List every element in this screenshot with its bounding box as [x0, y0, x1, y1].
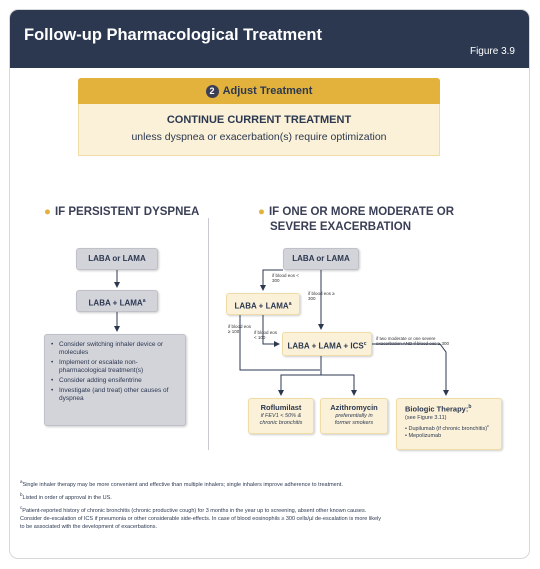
- right-box3-label: LABA + LAMA + ICS: [287, 341, 364, 351]
- page-title: Follow-up Pharmacological Treatment: [24, 26, 322, 44]
- dupilumab-text: Dupilumab (if chronic bronchitis): [408, 425, 488, 432]
- right-laba-lama-box: LABA + LAMAa: [226, 293, 300, 315]
- adjust-treatment-label: Adjust Treatment: [222, 85, 313, 97]
- arrow-biologic: [372, 343, 449, 396]
- list-item: Investigate (and treat) other causes of …: [51, 387, 179, 403]
- left-options-list: Consider switching inhaler device or mol…: [44, 334, 186, 426]
- gold-bullet-icon: ●: [258, 206, 265, 218]
- unless-text: unless dyspnea or exacerbation(s) requir…: [131, 131, 387, 143]
- dupilumab-sup: c: [487, 422, 490, 428]
- right-box2-label: LABA + LAMA: [234, 301, 289, 311]
- biologic-title: Biologic Therapy:b: [405, 404, 501, 414]
- right-laba-or-lama-box: LABA or LAMA: [283, 248, 359, 270]
- adjust-treatment-body: CONTINUE CURRENT TREATMENT unless dyspne…: [78, 104, 440, 156]
- footnote-c-mark: c: [20, 505, 23, 510]
- mepolizumab-text: Mepolizumab: [408, 433, 442, 440]
- footnote-c: cPatient-reported history of chronic bro…: [20, 504, 490, 531]
- roflumilast-box: Roflumilast if FEV1 < 50% & chronic bron…: [248, 398, 314, 434]
- arrow-azithromycin: [321, 374, 357, 396]
- label-eos-lt100: if blood eos < 100: [254, 330, 278, 340]
- biologic-item-dupilumab: • Dupilumab (if chronic bronchitis)c: [405, 422, 490, 432]
- left-laba-lama-box: LABA + LAMAa: [76, 290, 158, 312]
- footnote-c-line3: to be associated with the development of…: [20, 523, 157, 530]
- arrow-roflumilast: [278, 370, 322, 396]
- right-box2-sup: a: [288, 301, 292, 307]
- azithromycin-title: Azithromycin: [330, 403, 378, 412]
- biologic-sup: b: [468, 404, 472, 410]
- laba-lama-ics-box: LABA + LAMA + ICSc: [282, 332, 372, 356]
- right-section-title: ●IF ONE OR MORE MODERATE OR SEVERE EXACER…: [258, 205, 454, 235]
- left-section-title-text: IF PERSISTENT DYSPNEA: [54, 206, 200, 218]
- arrow-eos-ge100: [262, 315, 280, 347]
- continue-treatment-text: CONTINUE CURRENT TREATMENT: [166, 114, 352, 126]
- list-item: Consider adding ensifentrine: [51, 377, 179, 385]
- footnote-a-mark: a: [20, 479, 23, 484]
- list-item: Implement or escalate non-pharmacologica…: [51, 359, 179, 375]
- footnote-b: bListed in order of approval in the US.: [20, 491, 490, 502]
- left-section-title: ●IF PERSISTENT DYSPNEA: [44, 205, 199, 220]
- left-box1-label: LABA or LAMA: [88, 254, 146, 263]
- biologic-see: (see Figure 3.11): [405, 414, 447, 421]
- right-section-title-line2: SEVERE EXACERBATION: [270, 221, 412, 233]
- roflumilast-title: Roflumilast: [260, 403, 302, 412]
- footnote-a: aSingle inhaler therapy may be more conv…: [20, 478, 490, 489]
- section-divider: [208, 218, 209, 450]
- list-item: Consider switching inhaler device or mol…: [51, 341, 179, 357]
- line-to-branch: [239, 315, 320, 371]
- gold-bullet-icon: ●: [44, 206, 51, 218]
- header-bar: Follow-up Pharmacological Treatment Figu…: [10, 10, 529, 68]
- left-box2-sup: a: [142, 298, 146, 304]
- footnote-a-text: Single inhaler therapy may be more conve…: [22, 481, 343, 488]
- azithromycin-sub: preferentially in former smokers: [334, 413, 374, 426]
- biologic-therapy-box: Biologic Therapy:b (see Figure 3.11) • D…: [396, 398, 502, 450]
- left-box2-label: LABA + LAMA: [88, 298, 143, 308]
- roflumilast-sub: if FEV1 < 50% & chronic bronchitis: [259, 413, 303, 426]
- biologic-item-mepolizumab: • Mepolizumab: [405, 433, 442, 440]
- footnote-b-text: Listed in order of approval in the US.: [22, 494, 112, 501]
- right-box3-sup: c: [363, 341, 367, 347]
- azithromycin-box: Azithromycin preferentially in former sm…: [320, 398, 388, 434]
- right-section-title-line1: IF ONE OR MORE MODERATE OR: [268, 206, 455, 218]
- footnote-c-line2: Consider de-escalation of ICS if pneumon…: [20, 515, 382, 522]
- arrow-eos-lt300: [260, 269, 283, 291]
- step-number-badge: 2: [205, 84, 219, 98]
- biologic-title-text: Biologic Therapy:: [405, 404, 469, 414]
- left-laba-or-lama-box: LABA or LAMA: [76, 248, 158, 270]
- right-box1-label: LABA or LAMA: [292, 254, 350, 263]
- footnote-c-line1: Patient-reported history of chronic bron…: [22, 507, 367, 514]
- label-eos-lt300: if blood eos < 300: [272, 273, 299, 283]
- footnote-b-mark: b: [20, 492, 23, 497]
- figure-number: Figure 3.9: [469, 46, 515, 57]
